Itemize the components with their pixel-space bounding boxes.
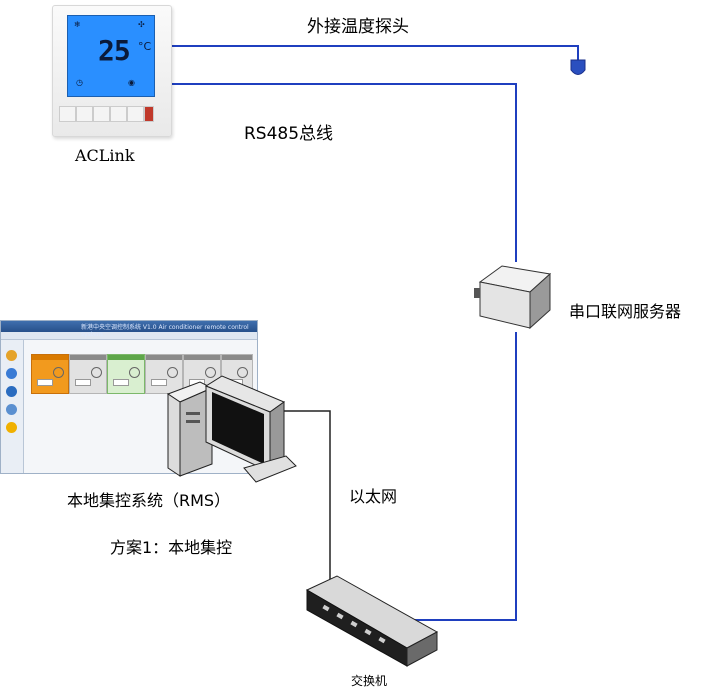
network-switch-icon bbox=[305, 575, 439, 667]
fan-icon: ✣ bbox=[138, 20, 145, 29]
rms-caption: 本地集控系统（RMS） bbox=[67, 491, 231, 510]
sensor-probe-tip bbox=[570, 59, 586, 75]
clock-icon: ◷ bbox=[76, 78, 83, 87]
ethernet-line bbox=[284, 410, 331, 590]
switch-caption: 交换机 bbox=[351, 674, 388, 688]
scheme-label: 方案1：本地集控 bbox=[110, 538, 233, 557]
aclink-thermostat: ❄ ✣ 25 °C ◷ ◉ bbox=[52, 5, 172, 137]
lock-icon: ◉ bbox=[128, 78, 135, 87]
rms-sidebar bbox=[1, 340, 24, 473]
key bbox=[110, 106, 127, 122]
key bbox=[59, 106, 76, 122]
thermostat-unit: °C bbox=[138, 40, 152, 53]
serial-server-caption: 串口联网服务器 bbox=[569, 302, 682, 321]
ethernet-label: 以太网 bbox=[349, 487, 398, 506]
server-to-switch-line bbox=[410, 332, 517, 621]
power-key bbox=[144, 106, 154, 122]
thermostat-keys bbox=[59, 106, 163, 122]
sensor-line bbox=[170, 45, 579, 60]
thermostat-temp: 25 bbox=[98, 34, 131, 67]
key bbox=[127, 106, 144, 122]
key bbox=[93, 106, 110, 122]
rs485-bus-line bbox=[170, 83, 517, 262]
rms-window-title: 新港中央空调控制系统 V1.0 Air conditioner remote c… bbox=[81, 324, 249, 338]
rs485-label: RS485总线 bbox=[244, 124, 334, 144]
key bbox=[76, 106, 93, 122]
sensor-label: 外接温度探头 bbox=[307, 17, 409, 37]
snowflake-icon: ❄ bbox=[74, 20, 81, 29]
rms-software-screenshot: 新港中央空调控制系统 V1.0 Air conditioner remote c… bbox=[0, 320, 258, 474]
pc-computer-icon bbox=[166, 375, 297, 483]
thermostat-screen: ❄ ✣ 25 °C ◷ ◉ bbox=[67, 15, 155, 97]
serial-server-icon bbox=[474, 265, 552, 330]
thermostat-caption: ACLink bbox=[75, 146, 135, 165]
